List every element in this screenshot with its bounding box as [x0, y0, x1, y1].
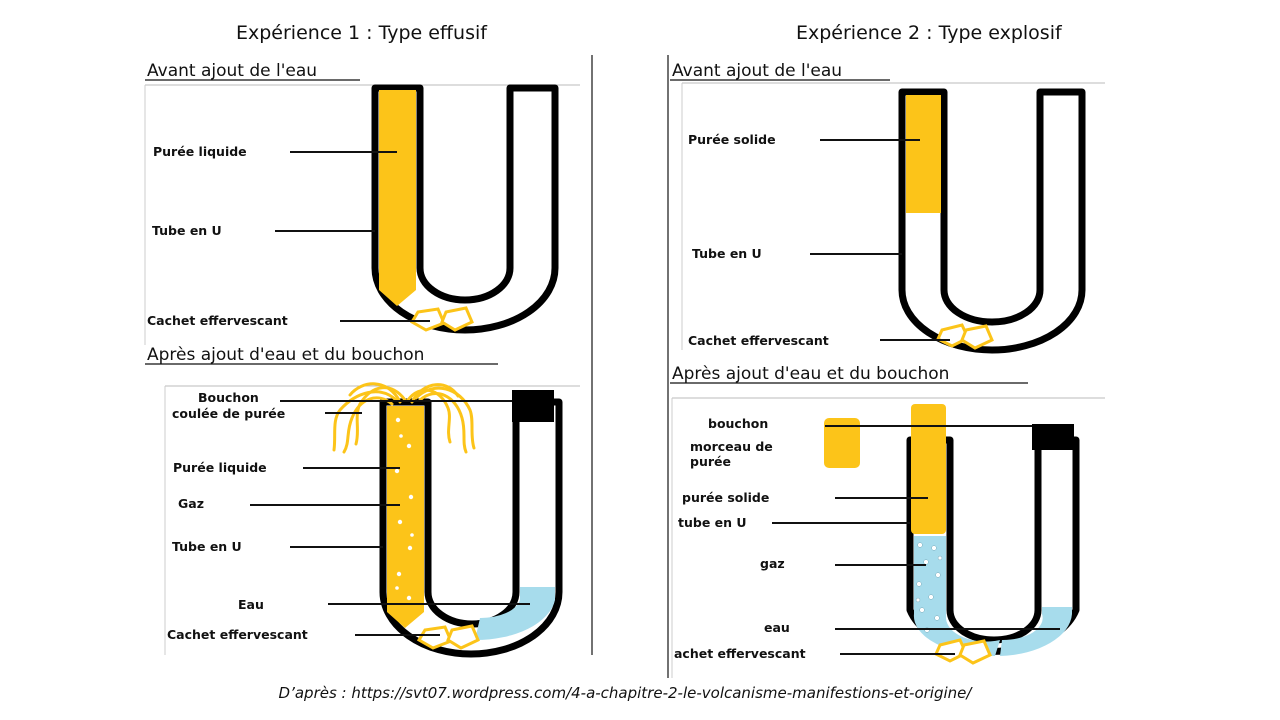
effervescent-tablet-icon: [958, 639, 992, 665]
exp2-after-panel: Après ajout d'eau et du bouchon bouchon …: [670, 364, 1105, 678]
label-puree-flow: coulée de purée: [172, 406, 285, 421]
label-liquid-puree: Purée liquide: [153, 144, 247, 159]
label-u-tube: Tube en U: [152, 223, 222, 238]
effervescent-tablet-icon: [446, 624, 480, 650]
puree-piece: [824, 418, 860, 468]
label-effervescent-tablet: Cachet effervescant: [688, 333, 829, 348]
label-u-tube: tube en U: [678, 515, 747, 530]
exp1-after-section-title: Après ajout d'eau et du bouchon: [147, 345, 424, 365]
liquid-puree-fill: [387, 406, 424, 628]
label-effervescent-tablet: Cachet effervescant: [147, 313, 288, 328]
effervescent-tablet-icon: [416, 625, 453, 650]
effervescent-tablet-icon: [960, 324, 994, 350]
exp1-after-panel: Après ajout d'eau et du bouchon: [145, 345, 580, 658]
label-liquid-puree: Purée liquide: [173, 460, 267, 475]
label-puree-piece-line1: morceau de: [690, 439, 773, 454]
label-effervescent-tablet: achet effervescant: [674, 646, 806, 661]
label-stopper: bouchon: [708, 416, 768, 431]
experience-2-title: Expérience 2 : Type explosif: [796, 22, 1062, 44]
gas-bubbles-icon: [394, 417, 414, 601]
label-water: eau: [764, 620, 790, 635]
label-u-tube: Tube en U: [692, 246, 762, 261]
stopper: [512, 390, 554, 422]
label-water: Eau: [238, 597, 264, 612]
effervescent-tablet-icon: [440, 306, 474, 332]
label-gas: gaz: [760, 556, 785, 571]
exp1-before-section-title: Avant ajout de l'eau: [147, 61, 317, 81]
exp1-before-panel: Avant ajout de l'eau Purée liquide Tube …: [144, 61, 580, 345]
puree-overflow-icon: [332, 382, 476, 454]
label-effervescent-tablet: Cachet effervescant: [167, 627, 308, 642]
label-u-tube: Tube en U: [172, 539, 242, 554]
label-solid-puree: Purée solide: [688, 132, 776, 147]
water-fill: [475, 587, 555, 641]
label-gas: Gaz: [178, 496, 204, 511]
label-solid-puree: purée solide: [682, 490, 769, 505]
exp2-before-u-tube: [898, 88, 1086, 354]
liquid-puree-fill: [379, 90, 416, 306]
solid-puree-fill: [911, 404, 946, 534]
exp2-after-u-tube: [824, 404, 1080, 665]
water-fill: [913, 536, 1000, 657]
exp2-after-section-title: Après ajout d'eau et du bouchon: [672, 364, 949, 384]
source-citation: D’après : https://svt07.wordpress.com/4-…: [278, 684, 972, 702]
exp2-before-section-title: Avant ajout de l'eau: [672, 61, 842, 81]
label-stopper: Bouchon: [198, 390, 259, 405]
water-fill: [1000, 607, 1072, 656]
experience-1-title: Expérience 1 : Type effusif: [236, 22, 487, 44]
solid-puree-fill: [906, 95, 941, 213]
stopper: [1032, 424, 1074, 450]
exp2-before-panel: Avant ajout de l'eau Purée solide Tube e…: [670, 61, 1105, 354]
exp1-before-u-tube: [371, 84, 559, 334]
label-puree-piece-line2: purée: [690, 454, 731, 469]
exp1-after-u-tube: [332, 382, 563, 658]
